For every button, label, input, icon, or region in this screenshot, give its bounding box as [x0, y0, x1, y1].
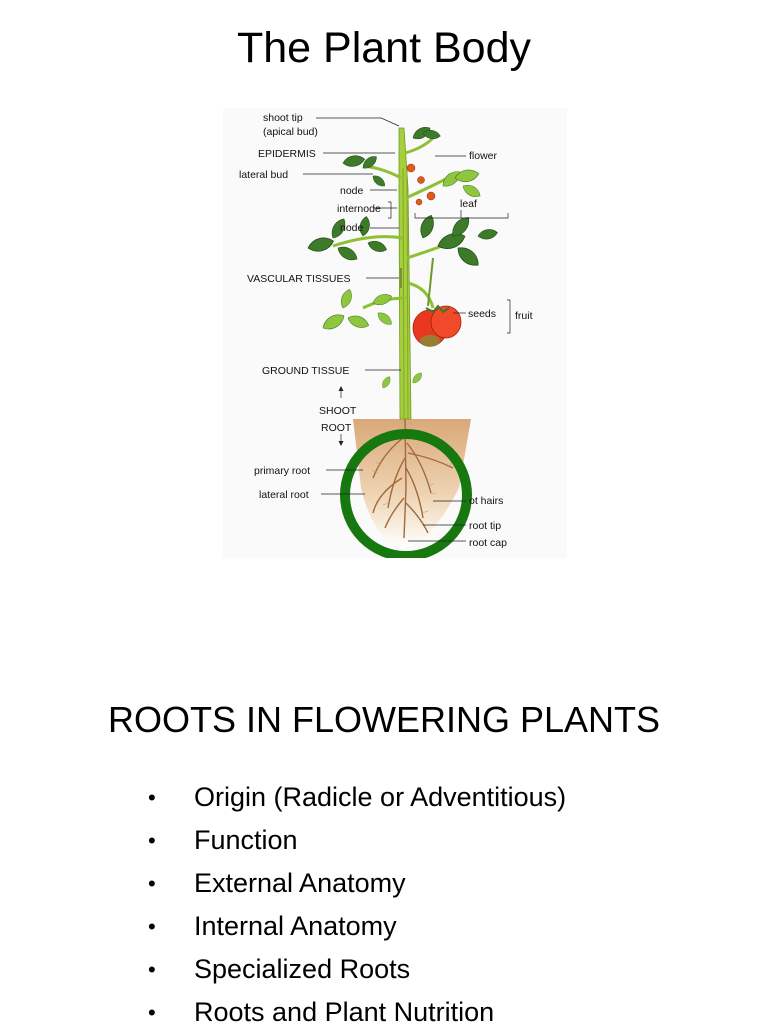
- label-root-cap: root cap: [469, 537, 507, 549]
- bullet-text: Roots and Plant Nutrition: [194, 997, 495, 1027]
- bullet-text: Function: [194, 825, 298, 855]
- label-node-lower: node: [340, 222, 364, 234]
- arrow-heads: [338, 386, 344, 446]
- topic-bullet-list: • Origin (Radicle or Adventitious) • Funct…: [146, 776, 566, 1034]
- bullet-dot: •: [148, 914, 156, 939]
- bullet-item: • Internal Anatomy: [146, 905, 566, 948]
- vascular-tissue: [402, 167, 405, 420]
- plant-diagram-svg: shoot tip (apical bud) EPIDERMIS lateral…: [223, 108, 567, 558]
- bullet-dot: •: [148, 957, 156, 982]
- section-title: ROOTS IN FLOWERING PLANTS: [107, 699, 661, 740]
- label-apical-bud: (apical bud): [263, 126, 318, 138]
- bullet-text: Internal Anatomy: [194, 911, 397, 941]
- bullet-dot: •: [148, 785, 156, 810]
- label-fruit: fruit: [515, 310, 533, 322]
- label-leaf: leaf: [460, 198, 477, 210]
- root-hairs: [371, 461, 454, 514]
- bullet-text: Specialized Roots: [194, 954, 411, 984]
- bullet-dot: •: [148, 871, 156, 896]
- label-internode: internode: [337, 203, 381, 215]
- label-lateral-root: lateral root: [259, 489, 309, 501]
- bullet-dot: •: [148, 828, 156, 853]
- bullet-item: • Roots and Plant Nutrition: [146, 991, 566, 1034]
- label-ground-tissue: GROUND TISSUE: [262, 365, 349, 377]
- bullet-dot: •: [148, 1000, 156, 1025]
- label-root-hairs: ot hairs: [469, 495, 503, 507]
- label-shoot-tip: shoot tip: [263, 112, 303, 124]
- highlight-ring: [340, 429, 472, 558]
- roots: [372, 418, 454, 539]
- tomato-fruit: [412, 257, 462, 347]
- bullet-item: • External Anatomy: [146, 862, 566, 905]
- diagram-labels: shoot tip (apical bud) EPIDERMIS lateral…: [239, 112, 533, 549]
- bullet-text: Origin (Radicle or Adventitious): [194, 782, 567, 812]
- bullet-item: • Origin (Radicle or Adventitious): [146, 776, 566, 819]
- leader-lines: [303, 117, 511, 542]
- label-root-tip: root tip: [469, 520, 501, 532]
- vascular-tissue: [406, 167, 409, 420]
- label-root: ROOT: [321, 422, 352, 434]
- label-flower: flower: [469, 150, 498, 162]
- bullet-item: • Function: [146, 819, 566, 862]
- label-vascular-tissues: VASCULAR TISSUES: [247, 273, 350, 285]
- label-primary-root: primary root: [254, 465, 310, 477]
- slide-title: The Plant Body: [236, 24, 531, 72]
- label-epidermis: EPIDERMIS: [258, 148, 316, 160]
- label-shoot: SHOOT: [319, 405, 357, 417]
- flowers: [406, 163, 436, 206]
- label-lateral-bud: lateral bud: [239, 169, 288, 181]
- bullet-item: • Specialized Roots: [146, 948, 566, 991]
- bullet-text: External Anatomy: [194, 868, 406, 898]
- label-seeds: seeds: [468, 308, 496, 320]
- plant-body-diagram: shoot tip (apical bud) EPIDERMIS lateral…: [223, 108, 567, 558]
- label-node-upper: node: [340, 185, 364, 197]
